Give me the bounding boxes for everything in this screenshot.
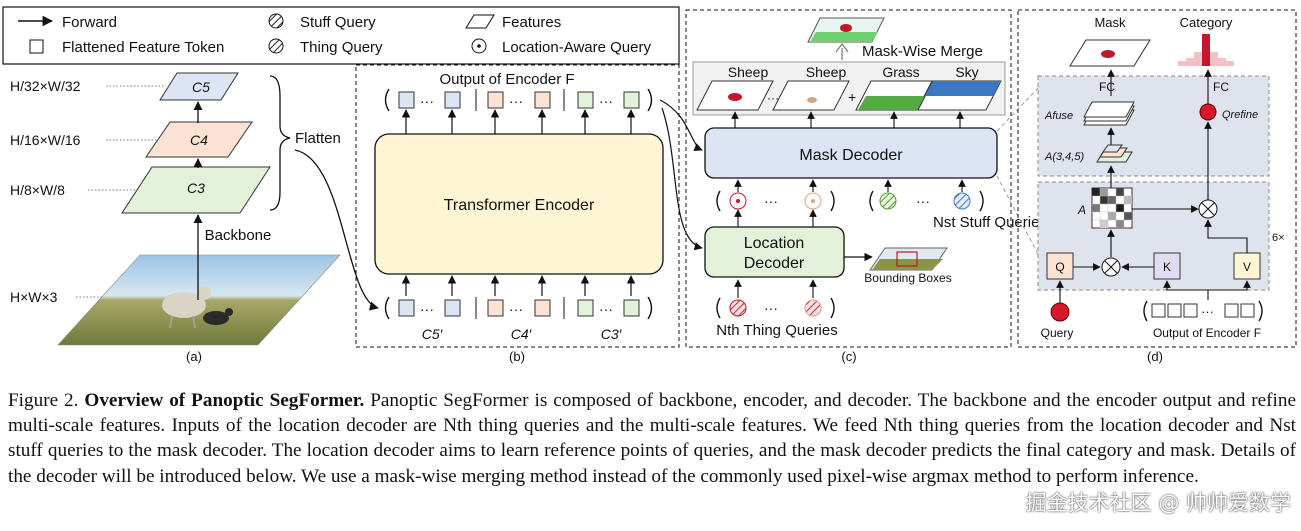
input-image: [57, 254, 341, 346]
legend-features: Features: [502, 14, 561, 31]
features-icon: [465, 14, 495, 29]
c3-prime-label: C3′: [601, 326, 623, 342]
stuff-query-row: ···: [869, 190, 984, 212]
c5-label: C5: [192, 79, 210, 95]
svg-text:···: ···: [599, 93, 613, 109]
figure-caption: Figure 2. Overview of Panoptic SegFormer…: [8, 388, 1296, 489]
class-label-sheep-2: Sheep: [806, 64, 847, 80]
svg-text:···: ···: [420, 301, 434, 317]
svg-text:+: +: [848, 89, 856, 105]
a-fuse-label: Afuse: [1044, 110, 1073, 122]
panel-c-label: (c): [841, 349, 856, 364]
query-node: [1050, 302, 1070, 322]
input-size-label: H×W×3: [10, 289, 58, 305]
thing-queries-label: Nth Thing Queries: [716, 322, 837, 339]
legend: Forward Flattened Feature Token Stuff Qu…: [2, 6, 680, 65]
svg-text:···: ···: [420, 93, 434, 109]
a-fuse-stack: [1083, 101, 1135, 126]
svg-text:···: ···: [916, 193, 930, 209]
panel-c: Mask-Wise Merge Sheep Sheep Grass Sky ··…: [685, 9, 1047, 364]
q-refine-node: [1199, 103, 1217, 121]
a-label: A: [1077, 203, 1086, 217]
q-refine-label: Qrefine: [1222, 109, 1258, 121]
svg-text:···: ···: [509, 301, 523, 317]
k-node: [1153, 252, 1181, 280]
legend-token: Flattened Feature Token: [62, 39, 224, 56]
v-label: V: [1243, 260, 1251, 274]
stuff-query-icon: [268, 13, 284, 29]
location-decoder-block: [704, 226, 845, 278]
c4-label: C4: [190, 132, 208, 148]
thing-query-row: ···: [716, 297, 835, 319]
mask-decoder-label: Mask Decoder: [799, 147, 903, 164]
caption-body: Panoptic SegFormer is composed of backbo…: [8, 390, 1297, 487]
panel-a: C3 C4 C5 Backbone H/32×W/32 H/16×W/16 H/…: [10, 72, 379, 364]
panel-b-label: (b): [509, 349, 525, 364]
c5-prime-label: C5′: [422, 326, 444, 342]
scale-8-label: H/8×W/8: [10, 182, 65, 198]
category-histogram: [1178, 34, 1234, 66]
mask-output: [1069, 39, 1151, 67]
legend-thing-query: Thing Query: [300, 39, 383, 56]
token-row-top: ··· ··· ···: [384, 88, 653, 112]
panel-b: Output of Encoder F ··· ··· ··· Transfor…: [355, 64, 680, 364]
bounding-boxes-label: Bounding Boxes: [864, 271, 951, 285]
token-row-bottom: ··· ··· ···: [384, 296, 653, 320]
mask-thumbnails: ··· +: [696, 80, 1002, 111]
panel-d-label: (d): [1147, 349, 1163, 364]
c3-label: C3: [187, 180, 205, 196]
k-label: K: [1163, 260, 1171, 274]
location-aware-query-row: ···: [716, 190, 835, 212]
svg-text:···: ···: [767, 91, 779, 105]
q-node: [1046, 252, 1074, 280]
class-label-sheep-1: Sheep: [728, 64, 769, 80]
mask-output-label: Mask: [1094, 15, 1126, 30]
flatten-label: Flatten: [295, 130, 341, 147]
class-label-sky: Sky: [955, 64, 978, 80]
svg-text:···: ···: [599, 301, 613, 317]
token-icon: [29, 39, 44, 54]
repeat-label: 6×: [1272, 232, 1285, 244]
transformer-encoder-label: Transformer Encoder: [444, 197, 595, 214]
architecture-diagram: Forward Flattened Feature Token Stuff Qu…: [2, 6, 1297, 364]
fc-left-label: FC: [1099, 80, 1115, 94]
svg-text:···: ···: [764, 193, 778, 209]
transformer-encoder-block: [374, 133, 664, 275]
scale-16-label: H/16×W/16: [10, 132, 81, 148]
mask-decoder-block: [704, 127, 998, 179]
bounding-boxes-image: [869, 247, 948, 271]
fc-right-label: FC: [1213, 80, 1229, 94]
caption-title: Overview of Panoptic SegFormer.: [84, 390, 365, 411]
thing-query-icon: [268, 38, 284, 54]
panel-d-output-label: Output of Encoder F: [1153, 326, 1261, 340]
class-label-grass: Grass: [882, 64, 919, 80]
query-label: Query: [1041, 326, 1074, 340]
category-output-label: Category: [1180, 15, 1233, 30]
encoder-output-tokens: ···: [1143, 300, 1263, 322]
svg-text:···: ···: [764, 300, 778, 316]
svg-text:···: ···: [509, 93, 523, 109]
encoder-output-label: Output of Encoder F: [439, 71, 574, 88]
legend-forward: Forward: [62, 14, 117, 31]
caption-prefix: Figure 2.: [8, 390, 79, 411]
stuff-queries-label: Nst Stuff Queries: [933, 214, 1047, 231]
location-decoder-label-2: Decoder: [744, 255, 805, 272]
q-label: Q: [1055, 260, 1064, 274]
a-345-stack: [1096, 144, 1133, 163]
backbone-label: Backbone: [205, 227, 272, 244]
mask-wise-merge-label: Mask-Wise Merge: [862, 43, 983, 60]
panel-d: Mask Category FC FC Afuse: [1017, 9, 1297, 364]
a-345-label: A(3,4,5): [1044, 151, 1084, 163]
merged-result: [807, 17, 885, 43]
scale-32-label: H/32×W/32: [10, 78, 81, 94]
panel-a-label: (a): [186, 349, 202, 364]
watermark: 掘金技术社区 @ 帅帅爱数学: [1025, 491, 1291, 515]
legend-stuff-query: Stuff Query: [300, 14, 376, 31]
attention-map: [1091, 187, 1133, 229]
svg-text:···: ···: [1201, 304, 1214, 319]
location-decoder-label-1: Location: [744, 235, 805, 252]
legend-location-query: Location-Aware Query: [502, 39, 651, 56]
c4-prime-label: C4′: [511, 326, 533, 342]
